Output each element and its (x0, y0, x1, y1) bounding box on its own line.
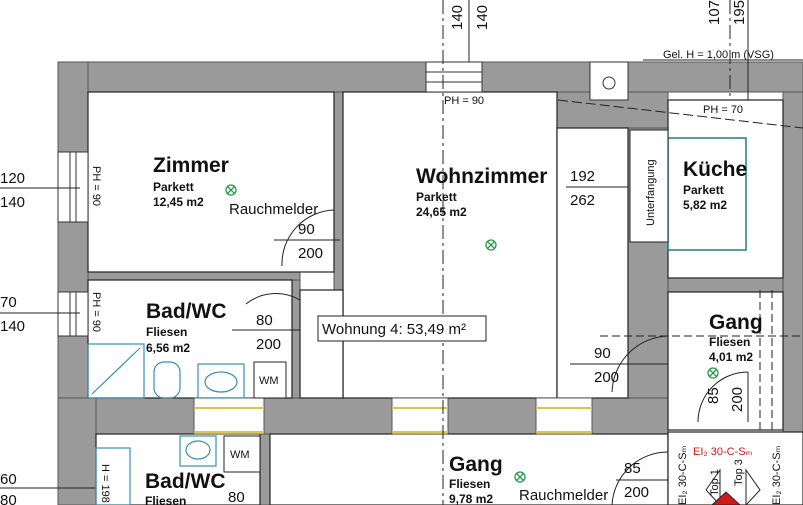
room-area-zimmer: 12,45 m2 (153, 195, 204, 209)
room-name-wohnzimmer: Wohnzimmer (416, 165, 547, 188)
room-name-gang-lower: Gang (449, 453, 503, 476)
washing-machine-boxes (223, 361, 287, 473)
fire-door-markers (705, 468, 761, 505)
glass-height-note: Gel. H = 1,00 m (VSG) (663, 49, 774, 61)
bath-fixtures (87, 343, 245, 505)
top-dim-b: 140 (474, 5, 491, 30)
wohnung-area-box (317, 315, 487, 342)
room-area-gang-lower: 9,78 m2 (449, 492, 493, 505)
room-material-wohnzimmer: Parkett (416, 190, 457, 204)
smoke-detector-icon (514, 471, 526, 483)
room-area-badwc: 6,56 m2 (146, 341, 190, 355)
unterfangung-box (629, 129, 669, 243)
top3-label: Top 3 (733, 459, 745, 486)
zimmer-door-height: 200 (298, 245, 323, 262)
top-dim-a: 140 (449, 5, 466, 30)
fire-rating-right: EI₂ 30-C-Sₘ (771, 445, 783, 505)
room-name-gang-right: Gang (709, 311, 763, 334)
left-dim-1b: 140 (0, 194, 25, 211)
gang-door-height: 200 (594, 369, 619, 386)
fire-rating-top: EI₂ 30-C-Sₘ (693, 446, 753, 458)
room-area-gang-right: 4,01 m2 (709, 350, 753, 364)
smoke-label-zimmer: Rauchmelder (229, 201, 318, 218)
room-material-gang-right: Fliesen (709, 335, 750, 349)
room-area-kueche: 5,82 m2 (683, 198, 727, 212)
top-dim-c: 107 (706, 0, 723, 25)
left-dim-3b: 80 (0, 492, 17, 505)
lower-door-height: 200 (624, 484, 649, 501)
room-material-kueche: Parkett (683, 183, 724, 197)
zimmer-door-width: 90 (298, 221, 315, 238)
shower-tray (87, 343, 145, 399)
washbasin-lower (179, 435, 217, 467)
wm-label-2: WM (230, 449, 250, 461)
entry-dim-width: 85 (705, 387, 722, 404)
left-dim-2b: 140 (0, 318, 25, 335)
room-name-badwc-lower: Bad/WC (145, 470, 226, 493)
room-area-wohnzimmer: 24,65 m2 (416, 205, 467, 219)
left-dim-2a: 70 (0, 294, 17, 311)
kitchen-dim-height: 262 (570, 192, 595, 209)
room-material-zimmer: Parkett (153, 180, 194, 194)
entry-dim-height: 200 (729, 387, 746, 412)
ph-bad: PH = 90 (90, 292, 102, 332)
ph-zimmer: PH = 90 (90, 166, 102, 206)
toilet (153, 361, 181, 399)
windows (57, 61, 629, 337)
corridor-openings (193, 397, 593, 435)
room-name-kueche: Küche (683, 158, 747, 181)
room-name-zimmer: Zimmer (153, 154, 229, 177)
ph-top: PH = 90 (444, 95, 484, 107)
wm-label-1: WM (259, 375, 279, 387)
door-swings (245, 209, 749, 505)
room-material-badwc-lower: Fliesen (145, 494, 186, 505)
smoke-label-gang: Rauchmelder (519, 487, 608, 504)
top-dim-d: 195 (731, 0, 748, 25)
room-name-badwc: Bad/WC (146, 300, 227, 323)
kitchen-dim-width: 192 (570, 168, 595, 185)
smoke-detector-icon (225, 184, 237, 196)
bad-door-height: 200 (256, 336, 281, 353)
ph-kitchen: PH = 70 (703, 104, 743, 116)
room-material-gang-lower: Fliesen (449, 477, 490, 491)
washbasin (197, 363, 245, 399)
left-dim-3a: 60 (0, 471, 17, 488)
gang-door-width: 90 (594, 345, 611, 362)
top1-label: Top 1 (709, 469, 721, 496)
fire-rating-left: EI₂ 30-C-Sₘ (677, 445, 689, 505)
ph-bad2: H = 198 (99, 464, 111, 503)
apartment-area-label: Wohnung 4: 53,49 m² (322, 321, 466, 338)
bad2-door-width: 80 (228, 489, 245, 505)
smoke-detector-icon (707, 367, 719, 379)
unterfangung-label: Unterfangung (645, 159, 657, 226)
lower-door-width: 85 (624, 460, 641, 477)
axis-lines (442, 0, 803, 505)
left-dim-1a: 120 (0, 170, 25, 187)
gang-dashes (600, 290, 803, 432)
bad-door-width: 80 (256, 312, 273, 329)
shower-lower (95, 447, 131, 505)
room-material-badwc: Fliesen (146, 325, 187, 339)
smoke-detectors (225, 184, 719, 483)
smoke-detector-icon (485, 239, 497, 251)
dimension-lines (0, 186, 668, 489)
